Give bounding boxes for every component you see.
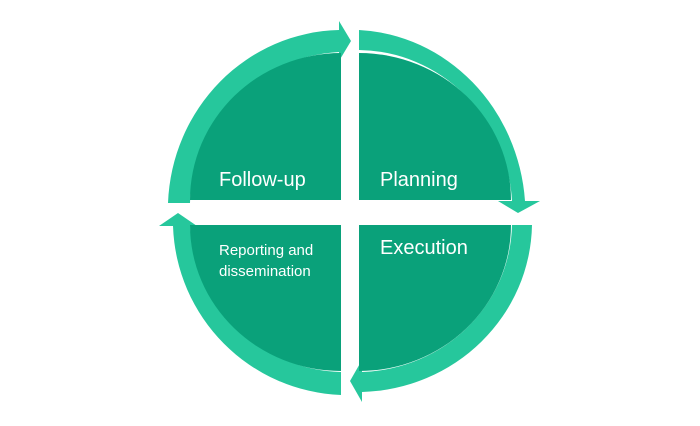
ring-arrow-follow-up (168, 21, 351, 203)
stage-label-follow-up: Follow-up (219, 169, 306, 191)
quadrant-planning (359, 53, 511, 200)
ring-arrow-reporting (159, 213, 341, 395)
ring-layer (159, 21, 540, 402)
stage-label-execution: Execution (380, 237, 468, 259)
quadrant-execution (359, 225, 511, 371)
stage-label-planning: Planning (380, 169, 458, 191)
ring-arrow-execution (350, 225, 532, 402)
quad-layer (190, 53, 511, 371)
stage-label-reporting-line-1: Reporting and (219, 242, 313, 259)
stage-label-reporting: Reporting and dissemination (219, 242, 317, 280)
stage-label-reporting-line-2: dissemination (219, 263, 311, 280)
quadrant-reporting (190, 225, 341, 371)
label-layer: Planning Execution Reporting and dissemi… (219, 169, 468, 280)
quadrant-follow-up (190, 53, 341, 200)
ring-arrow-planning (359, 30, 540, 213)
